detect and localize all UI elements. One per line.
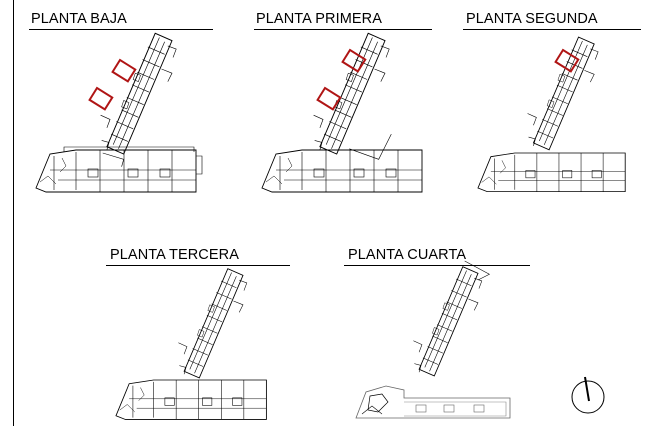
title-underline bbox=[254, 29, 432, 30]
title-underline bbox=[463, 29, 641, 30]
plan-planta-segunda-block bbox=[477, 152, 626, 193]
plan-planta-tercera-block bbox=[115, 379, 267, 420]
title-underline bbox=[106, 265, 290, 266]
highlight-unit-primera-2 bbox=[316, 86, 342, 111]
highlight-unit-segunda-1 bbox=[554, 48, 580, 73]
plan-planta-cuarta-block bbox=[355, 385, 511, 419]
plan-planta-tercera-tower bbox=[177, 268, 248, 379]
plan-planta-primera-block bbox=[261, 149, 423, 193]
highlight-unit-primera-1 bbox=[341, 48, 367, 73]
title-planta-primera: PLANTA PRIMERA bbox=[256, 11, 383, 27]
title-underline bbox=[344, 265, 530, 266]
north-arrow-icon bbox=[571, 376, 605, 414]
highlight-unit-baja-2 bbox=[88, 86, 114, 111]
highlight-unit-baja-1 bbox=[111, 58, 137, 83]
plan-planta-segunda-tower bbox=[527, 36, 599, 151]
title-planta-baja: PLANTA BAJA bbox=[31, 11, 127, 27]
title-underline bbox=[29, 29, 213, 30]
sheet-frame-line bbox=[13, 0, 14, 426]
title-planta-cuarta: PLANTA CUARTA bbox=[348, 247, 467, 263]
plan-planta-primera-tower bbox=[313, 32, 392, 160]
plan-planta-cuarta-tower bbox=[412, 260, 491, 377]
title-planta-segunda: PLANTA SEGUNDA bbox=[466, 11, 598, 27]
plan-planta-baja-block bbox=[35, 146, 203, 193]
title-planta-tercera: PLANTA TERCERA bbox=[110, 247, 239, 263]
plan-planta-baja-tower bbox=[100, 32, 177, 167]
